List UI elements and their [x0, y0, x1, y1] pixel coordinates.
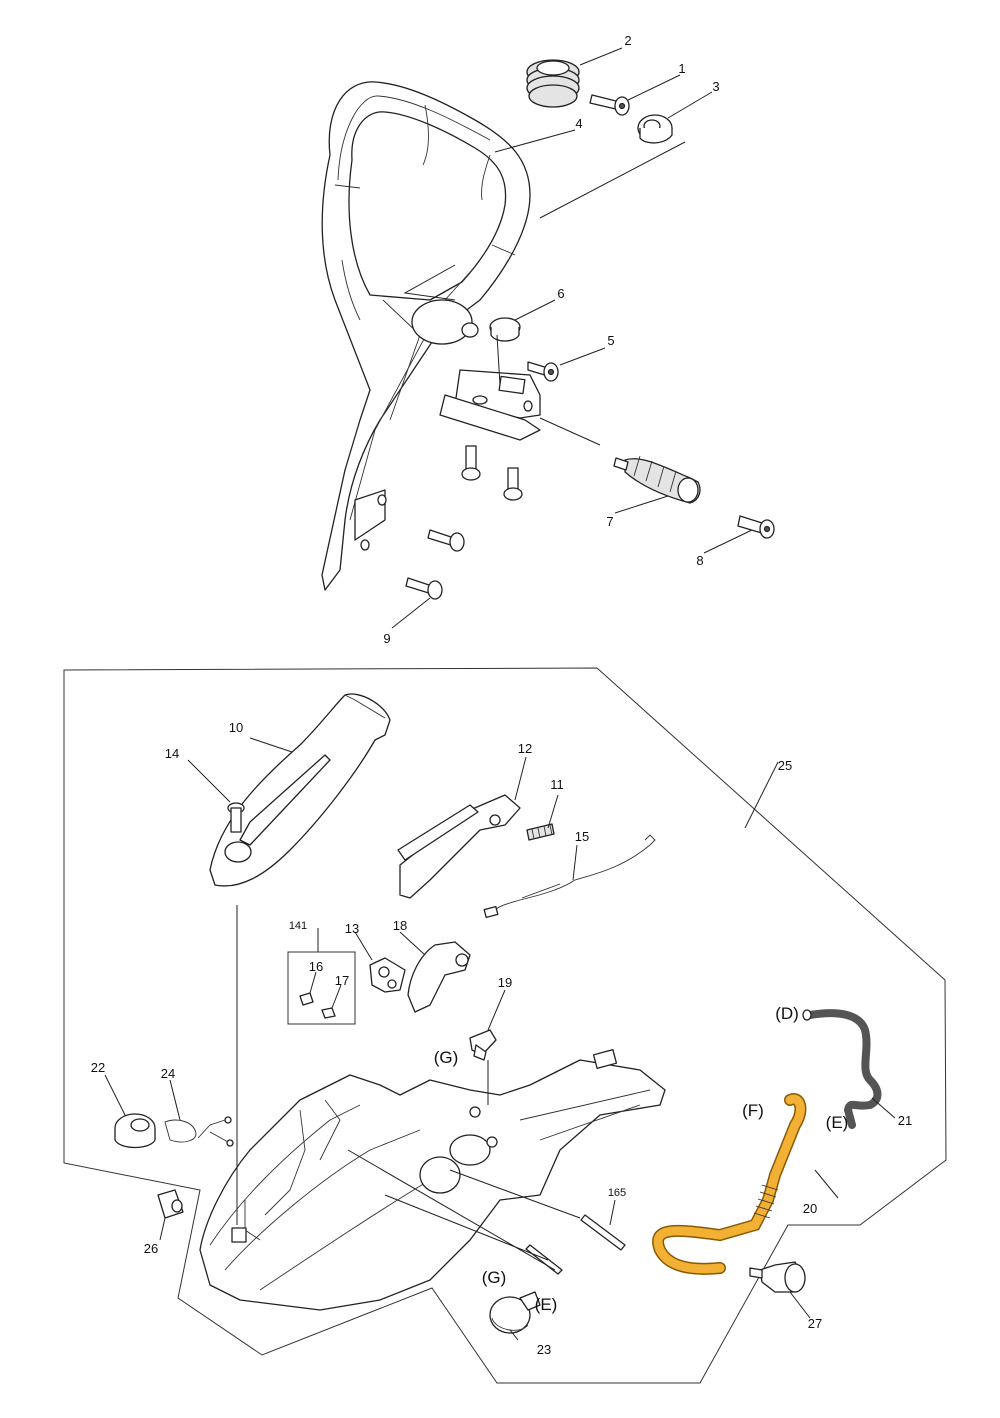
part-number-25: 25 [778, 758, 792, 773]
handle-bracket [439, 369, 541, 441]
front-handle-assembly [321, 47, 775, 629]
part-number-19: 19 [498, 975, 512, 990]
connection-label-g-bottom: (G) [482, 1268, 507, 1287]
part-number-3: 3 [712, 79, 719, 94]
part-number-2: 2 [624, 33, 631, 48]
fuel-filter [749, 1261, 806, 1293]
screw-icon [405, 577, 443, 600]
impulse-hose [802, 1009, 882, 1129]
part-number-6: 6 [557, 286, 564, 301]
screw-icon [427, 529, 465, 552]
stop-wire [483, 834, 656, 919]
part-number-11: 11 [550, 777, 564, 792]
assembly-outline-25 [63, 667, 947, 1384]
fuel-cap [114, 1113, 156, 1149]
hose-fitting [469, 1029, 497, 1061]
part-number-13: 13 [345, 921, 359, 936]
part-number-4: 4 [575, 116, 582, 131]
connection-label-d: (D) [775, 1004, 799, 1023]
part-number-18: 18 [393, 918, 407, 933]
fuel-hose-body [652, 1093, 807, 1275]
screw-icon [461, 445, 481, 481]
screw-icon [503, 467, 523, 501]
part-number-16: 16 [309, 959, 323, 974]
connection-label-e-bottom: (E) [535, 1295, 558, 1314]
screw-icon [527, 361, 559, 382]
cap-washer-icon [637, 114, 673, 144]
screw-icon [227, 802, 245, 833]
connection-label-f: (F) [742, 1101, 764, 1120]
part-number-23: 23 [537, 1342, 551, 1357]
fuel-hose [652, 1093, 807, 1275]
pin-165 [580, 1214, 626, 1251]
throttle-trigger [397, 794, 521, 899]
part-number-17: 17 [335, 973, 349, 988]
fuel-tank-housing-icon [199, 1049, 666, 1311]
part-number-14: 14 [165, 746, 179, 761]
coil-spring-icon [526, 59, 580, 108]
connection-label-g-top: (G) [434, 1048, 459, 1067]
part-number-20: 20 [803, 1201, 817, 1216]
kit-141 [287, 951, 356, 1025]
part-number-9: 9 [383, 631, 390, 646]
screw-icon [589, 94, 630, 116]
part-number-22: 22 [91, 1060, 105, 1075]
part-number-5: 5 [607, 333, 614, 348]
throttle-lock [407, 941, 471, 1013]
part-number-26: 26 [144, 1241, 158, 1256]
anti-vibration-spring-icon [613, 455, 701, 504]
fuel-hose-fill [653, 1094, 805, 1274]
part-number-21: 21 [898, 1113, 912, 1128]
part-number-8: 8 [696, 553, 703, 568]
part-number-24: 24 [161, 1066, 175, 1081]
primer-bulb [489, 1291, 541, 1334]
cap-strap [164, 1116, 234, 1147]
part-number-10: 10 [229, 720, 243, 735]
throttle-lock-lever [369, 957, 406, 993]
part-number-12: 12 [518, 741, 532, 756]
pin [525, 1244, 563, 1275]
rubber-plug-icon [489, 317, 521, 342]
front-handle-bar [321, 81, 531, 591]
part-number-7: 7 [606, 514, 613, 529]
rear-handle-cover [209, 693, 391, 887]
screw-icon [737, 515, 775, 539]
part-number-1: 1 [678, 61, 685, 76]
coil-spring-icon [526, 823, 555, 841]
grommet [157, 1189, 184, 1219]
part-number-27: 27 [808, 1316, 822, 1331]
part-number-165: 165 [608, 1187, 626, 1199]
part-number-141: 141 [289, 920, 307, 932]
part-number-15: 15 [575, 829, 589, 844]
connection-label-e-hose: (E) [826, 1113, 849, 1132]
